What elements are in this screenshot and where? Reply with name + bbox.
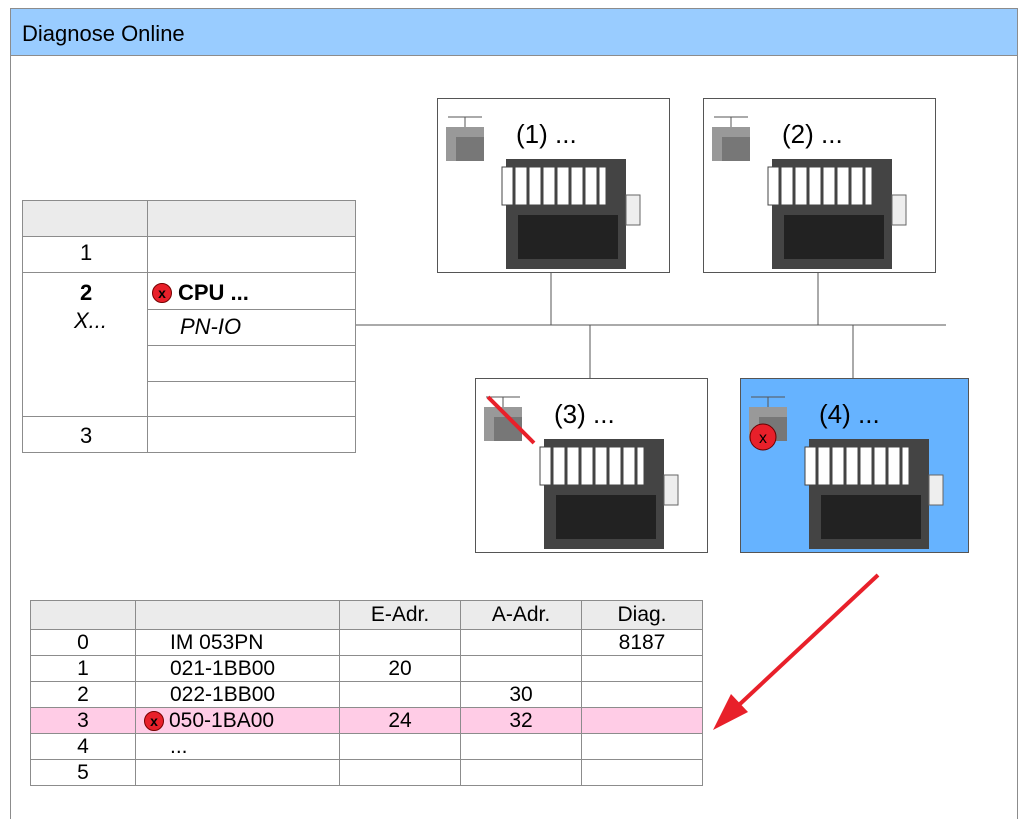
cell-a-adr: 32: [460, 707, 582, 734]
cell-diag: [581, 655, 703, 682]
frame-border-left: [10, 55, 11, 819]
device-2[interactable]: (2) ...: [703, 98, 936, 273]
cell-e-adr: [339, 733, 461, 760]
cell-a-adr: [460, 733, 582, 760]
cell-a-adr: 30: [460, 681, 582, 708]
rack-slot-3: 3: [80, 423, 93, 448]
cell-module: ...: [135, 733, 340, 760]
module-diagnosis-table: E-Adr. A-Adr. Diag. 0 IM 053PN 8187 1 02…: [30, 600, 703, 786]
cell-slot: 3: [30, 707, 136, 734]
cell-module: 021-1BB00: [135, 655, 340, 682]
device-3-label: (3) ...: [554, 399, 615, 429]
col-header-a-adr: A-Adr.: [460, 600, 582, 630]
device-1-label: (1) ...: [516, 119, 577, 149]
rack-row-1[interactable]: [22, 236, 356, 273]
table-row[interactable]: 0 IM 053PN 8187: [30, 629, 703, 656]
device-2-label: (2) ...: [782, 119, 843, 149]
cell-slot: 5: [30, 759, 136, 786]
diagnosis-arrow: [723, 573, 880, 720]
cell-a-adr: [460, 759, 582, 786]
cell-diag: [581, 733, 703, 760]
table-row[interactable]: 2 022-1BB00 30: [30, 681, 703, 708]
frame-border-right: [1017, 55, 1018, 819]
cell-e-adr: [339, 681, 461, 708]
cell-module: [135, 759, 340, 786]
cell-a-adr: [460, 655, 582, 682]
rack-slot-2: 2: [80, 280, 93, 305]
table-row[interactable]: 1 021-1BB00 20: [30, 655, 703, 682]
cell-slot: 1: [30, 655, 136, 682]
io-station-icon: [712, 116, 750, 161]
table-header-row: E-Adr. A-Adr. Diag.: [30, 600, 703, 630]
cell-module: IM 053PN: [135, 629, 340, 656]
cell-diag: 8187: [581, 629, 703, 656]
io-module-icon: [501, 159, 641, 269]
cell-diag: [581, 759, 703, 786]
table-row[interactable]: 4 ...: [30, 733, 703, 760]
rack-module-pnio[interactable]: PN-IO: [180, 314, 242, 339]
col-header-e-adr: E-Adr.: [339, 600, 461, 630]
io-station-disconnected-icon: [484, 395, 536, 445]
io-module-icon: [767, 159, 907, 269]
diagnosis-arrow-head: [713, 694, 748, 730]
svg-text:x: x: [759, 430, 767, 447]
col-header-slot: [30, 600, 136, 630]
io-station-error-icon: x: [749, 396, 787, 451]
rack-slot-1: 1: [80, 240, 93, 265]
rack-module-cpu[interactable]: CPU ...: [178, 280, 249, 305]
cell-e-adr: [339, 759, 461, 786]
rack-header: [22, 200, 356, 237]
col-header-diag: Diag.: [581, 600, 703, 630]
cell-e-adr: [339, 629, 461, 656]
cell-e-adr: 20: [339, 655, 461, 682]
device-1[interactable]: (1) ...: [437, 98, 670, 273]
cell-slot: 4: [30, 733, 136, 760]
cell-slot: 0: [30, 629, 136, 656]
device-3[interactable]: (3) ...: [475, 378, 708, 553]
cell-module: 022-1BB00: [135, 681, 340, 708]
cpu-error-icon: x: [152, 283, 172, 303]
table-row[interactable]: 5: [30, 759, 703, 786]
cell-slot: 2: [30, 681, 136, 708]
io-module-icon: [539, 439, 679, 549]
rack-row-3[interactable]: [22, 416, 356, 453]
window-title: Diagnose Online: [22, 21, 185, 46]
cell-diag: [581, 707, 703, 734]
error-x-icon: x: [144, 710, 164, 731]
cell-diag: [581, 681, 703, 708]
device-4[interactable]: x (4) ...: [740, 378, 969, 553]
window-titlebar: Diagnose Online: [10, 8, 1018, 56]
rack-slot-2-sub: X...: [74, 308, 108, 333]
cell-e-adr: 24: [339, 707, 461, 734]
col-header-module: [135, 600, 340, 630]
io-station-icon: [446, 116, 484, 161]
io-module-icon: [804, 439, 944, 549]
cell-a-adr: [460, 629, 582, 656]
device-4-label: (4) ...: [819, 399, 880, 429]
